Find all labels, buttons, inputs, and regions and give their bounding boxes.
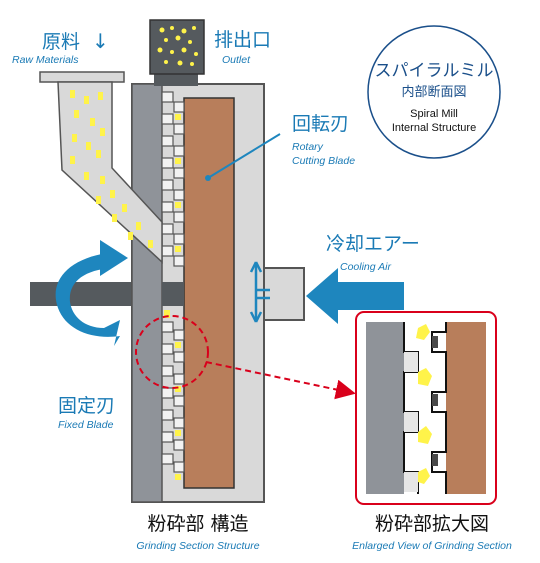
zoom-highlight-circle: [135, 315, 209, 389]
cooling-air-en: Cooling Air: [340, 261, 391, 273]
enlarged-particles: [416, 324, 432, 484]
fixed-blade-column: [131, 83, 163, 503]
shaft-hub: [162, 282, 184, 306]
right-caption-jp: 粉砕部拡大図: [375, 513, 489, 535]
badge-line2: 内部断面図: [401, 84, 466, 100]
title-badge: [367, 25, 501, 159]
fixed-blade-en: Fixed Blade: [58, 419, 114, 431]
gap-particles: [164, 114, 181, 480]
raw-materials-jp: 原料: [42, 31, 80, 53]
rotation-arrowhead: [100, 240, 128, 276]
outlet-particles: [157, 26, 198, 66]
badge-line1: スパイラルミル: [375, 61, 494, 81]
hopper-lip: [39, 71, 125, 83]
rotary-blade-en-2: Cutting Blade: [292, 155, 355, 167]
rotary-blade-pointer: [207, 133, 281, 179]
rotation-arrow: [55, 252, 120, 346]
rotary-blade-teeth: [173, 101, 185, 473]
rotary-blade-jp: 回転刃: [292, 113, 349, 135]
outlet-chute: [154, 72, 198, 86]
badge-line4: Internal Structure: [392, 122, 476, 134]
feed-particles: [70, 90, 153, 248]
cooling-air-jp: 冷却エアー: [326, 233, 420, 255]
feed-chute: [57, 81, 163, 264]
cooling-air-flow-icon: [249, 261, 270, 323]
badge-line3: Spiral Mill: [410, 108, 458, 120]
fixed-blade-teeth: [161, 91, 174, 465]
outlet-jp: 排出口: [214, 29, 271, 51]
raw-materials-en: Raw Materials: [12, 54, 79, 66]
cooling-air-arrow: [306, 268, 404, 324]
right-caption-en: Enlarged View of Grinding Section: [352, 540, 512, 552]
left-caption-jp: 粉砕部 構造: [147, 513, 248, 535]
zoom-pointer-arrow: [205, 361, 356, 400]
rotary-blade-body: [183, 97, 235, 489]
left-caption-en: Grinding Section Structure: [136, 540, 259, 552]
outlet-en: Outlet: [222, 54, 251, 66]
fixed-blade-jp: 固定刃: [58, 395, 115, 417]
raw-materials-arrow: ↓: [92, 29, 109, 53]
rotary-blade-en-1: Rotary: [292, 141, 324, 153]
cooling-air-port: [263, 267, 305, 321]
